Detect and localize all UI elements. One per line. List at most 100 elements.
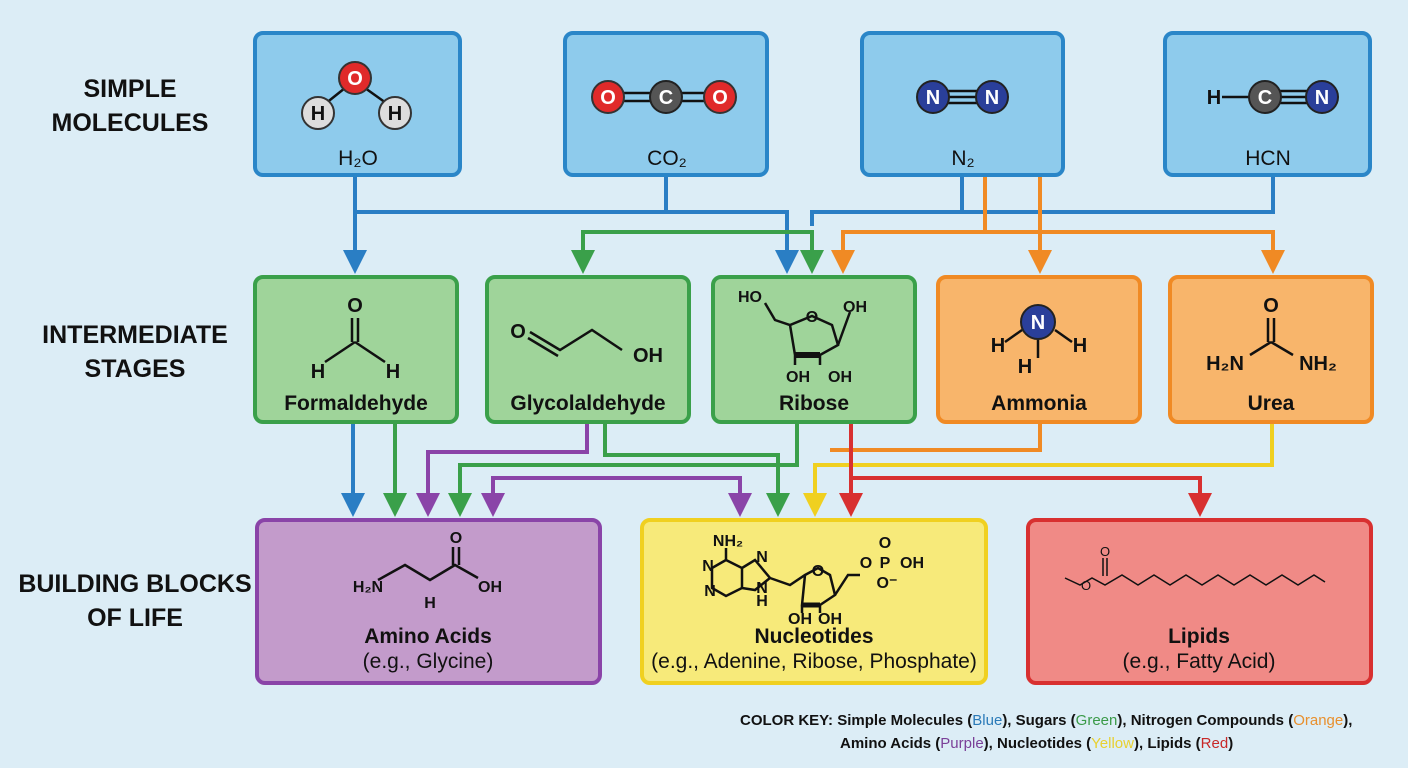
atom-label: H (1073, 335, 1087, 357)
atom-label: C (659, 87, 673, 109)
atom-label: N (985, 87, 999, 109)
atom-label: NH₂ (1299, 353, 1337, 375)
row-label-intermediate: INTERMEDIATE STAGES (42, 321, 228, 383)
arrow-blue (353, 175, 799, 274)
box-co2: O C O CO₂ (563, 31, 769, 177)
atom-label: H₂N (353, 579, 383, 596)
box-glycolaldehyde: O OH Glycolaldehyde (485, 275, 691, 424)
atom-label: O (450, 530, 462, 547)
box-hcn: H C N HCN (1163, 31, 1372, 177)
atom-label: N (702, 558, 714, 575)
color-key-line2-part: Amino Acids ( (840, 735, 940, 752)
atom-label: O (600, 87, 616, 109)
atom-label: O (510, 321, 526, 343)
box-ribose: HO O OH OH OH Ribose (711, 275, 917, 424)
atom-label: OH (828, 369, 852, 386)
color-key-line2-part: ), Nucleotides ( (984, 735, 1092, 752)
atom-label: N (756, 580, 768, 597)
atom-label: OH (900, 555, 924, 572)
molecule-name: Ammonia (991, 392, 1087, 415)
color-key-line1-part: ), Sugars ( (1002, 712, 1075, 729)
block-example: (e.g., Fatty Acid) (1123, 650, 1276, 673)
atom-label: O (1100, 544, 1110, 559)
box-formaldehyde: O H H Formaldehyde (253, 275, 459, 424)
atom-label: NH₂ (713, 533, 743, 550)
color-key: COLOR KEY: Simple Molecules (Blue), Suga… (740, 712, 1352, 752)
atom-label: OH (633, 345, 663, 367)
block-example: (e.g., Adenine, Ribose, Phosphate) (651, 650, 977, 673)
atom-label: N (756, 549, 768, 566)
box-n2: N N N₂ (860, 31, 1065, 177)
arrow-orange (831, 175, 987, 274)
atom-label: OH (818, 611, 842, 628)
oxygen-atom (338, 61, 372, 95)
atom-label: O⁻ (877, 575, 898, 592)
atom-label: OH (788, 611, 812, 628)
row-label-line: MOLECULES (52, 109, 209, 137)
box-amino-acids: H₂N H O OH Amino Acids (e.g., Glycine) (255, 518, 602, 685)
atom-label: HO (738, 289, 762, 306)
arrow-green (581, 230, 824, 274)
box-urea: O H₂N NH₂ Urea (1168, 275, 1374, 424)
block-example: (e.g., Glycine) (363, 650, 494, 673)
row-label-line: SIMPLE (83, 75, 176, 103)
color-key-prefix: COLOR KEY: (740, 712, 837, 729)
arrow-purple (491, 476, 752, 517)
color-key-line-1: COLOR KEY: Simple Molecules (Blue), Suga… (740, 712, 1352, 729)
atom-label: OH (786, 369, 810, 386)
atom-label: OH (478, 579, 502, 596)
row-label-line: INTERMEDIATE (42, 321, 228, 349)
atom-label: C (1258, 87, 1272, 109)
block-name: Nucleotides (754, 625, 873, 648)
atom-label: H (311, 361, 325, 383)
molecule-name: CO₂ (647, 147, 687, 170)
molecule-name: N₂ (951, 147, 974, 170)
molecule-name: Glycolaldehyde (510, 392, 665, 415)
atom-label: H (386, 361, 400, 383)
atom-label: H (424, 595, 436, 612)
color-key-line1-part: ), Nitrogen Compounds ( (1117, 712, 1293, 729)
row-label-line: BUILDING BLOCKS (18, 570, 251, 598)
atom-label: O (812, 563, 824, 580)
box-nucleotides: NH₂ N N N N H O O P OH O O⁻ OH OH Nucleo… (640, 518, 988, 685)
color-key-line-2: Amino Acids (Purple), Nucleotides (Yello… (840, 735, 1233, 752)
atom-label: O (347, 295, 363, 317)
molecule-name: H₂O (338, 147, 378, 170)
line-orange (830, 422, 1042, 452)
color-key-line2-part: ), Lipids ( (1134, 735, 1201, 752)
atom-label: O (1081, 578, 1091, 593)
atom-label: N (704, 583, 716, 600)
atom-label: P (880, 555, 891, 572)
row-label-building: BUILDING BLOCKS OF LIFE (18, 570, 251, 632)
atom-label: N (1315, 87, 1329, 109)
atom-label: OH (843, 299, 867, 316)
arrow-green (448, 422, 799, 517)
box-h2o: O H H H₂O (253, 31, 462, 177)
atom-label: H (1018, 356, 1032, 378)
atom-label: H₂N (1206, 353, 1244, 375)
row-label-simple: SIMPLE MOLECULES (52, 75, 209, 137)
atom-label: O (879, 535, 891, 552)
connectors (341, 175, 1285, 517)
color-key-line2-part: Purple (940, 735, 983, 752)
color-key-line1-part: Green (1076, 712, 1118, 729)
color-key-line2-part: ) (1228, 735, 1233, 752)
atom-label: O (860, 555, 872, 572)
atom-label: H (311, 103, 325, 125)
atom-label: O (806, 309, 818, 326)
row-label-line: STAGES (85, 355, 186, 383)
atom-label: N (926, 87, 940, 109)
color-key-line1-part: Simple Molecules ( (837, 712, 972, 729)
atom-label: H (756, 593, 768, 610)
color-key-line2-part: Yellow (1091, 735, 1134, 752)
atom-label: O (347, 68, 363, 90)
arrow-red (851, 476, 1212, 517)
color-key-line2-part: Red (1201, 735, 1229, 752)
molecule-name: Formaldehyde (284, 392, 428, 415)
line-blue (810, 175, 1275, 226)
atom-label: H (1207, 87, 1221, 109)
color-key-line1-part: ), (1343, 712, 1352, 729)
arrow-purple (416, 422, 589, 517)
block-name: Amino Acids (364, 625, 492, 648)
